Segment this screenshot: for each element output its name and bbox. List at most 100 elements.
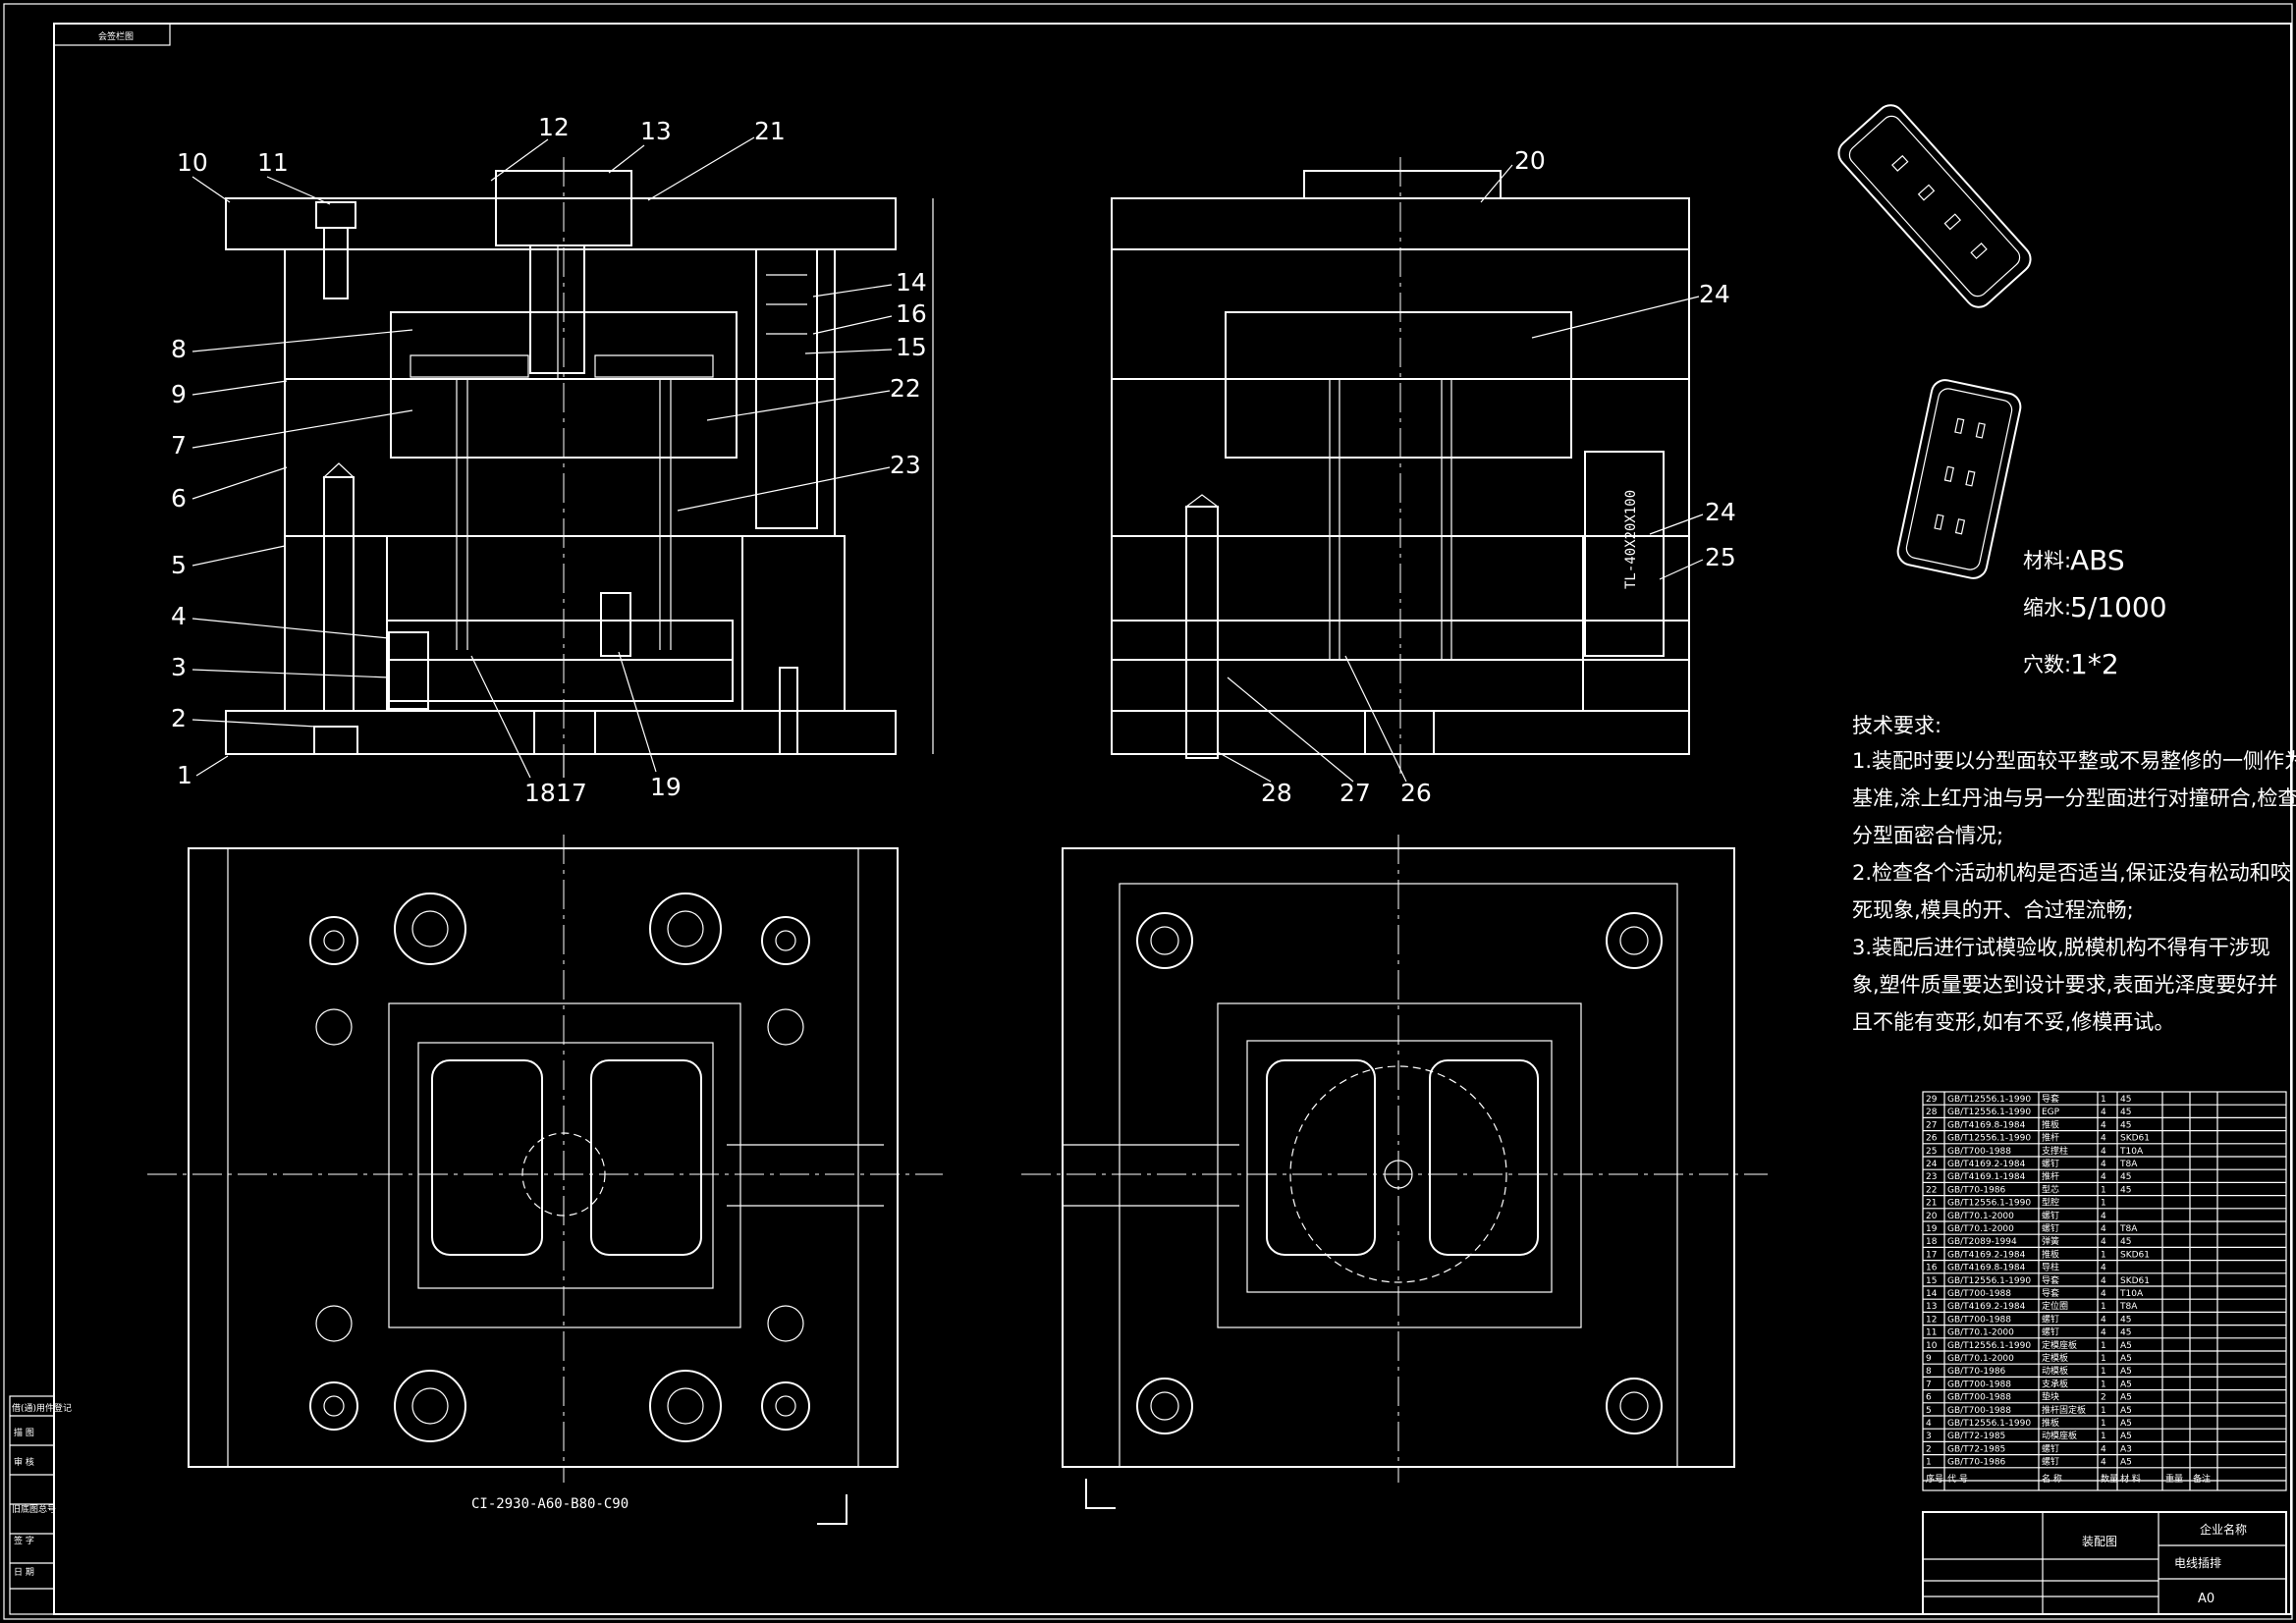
inner-frame (53, 23, 2292, 1615)
bom-cell: 螺钉 (2042, 1223, 2059, 1234)
bom-cell: 21 (1926, 1199, 1937, 1209)
bom-cell: EGP (2042, 1108, 2060, 1117)
side-strip-item: 签 字 (14, 1535, 34, 1546)
bom-cell: 27 (1926, 1120, 1937, 1130)
bom-cell: GB/T12556.1-1990 (1947, 1199, 2031, 1209)
material-label: 材料: (2023, 549, 2071, 572)
bom-cell: 14 (1926, 1289, 1938, 1299)
tech-line: 1.装配时要以分型面较平整或不易整修的一侧作为 (1852, 749, 2296, 773)
bom-cell: 支承板 (2042, 1378, 2068, 1389)
bom-header-cell: 备注 (2193, 1473, 2211, 1485)
bom-cell: 17 (1926, 1250, 1937, 1260)
bom-cell: 24 (1926, 1160, 1938, 1169)
balloon-label: 14 (896, 268, 927, 297)
material-value: ABS (2070, 544, 2125, 576)
balloon-label: 25 (1705, 543, 1736, 571)
bom-cell: 4 (2101, 1172, 2106, 1182)
tech-line: 基准,涂上红丹油与另一分型面进行对撞研合,检查 (1852, 786, 2296, 810)
bom-cell: 45 (2120, 1185, 2131, 1195)
bom-cell: GB/T72-1985 (1947, 1444, 2005, 1454)
balloon-label: 22 (890, 374, 921, 403)
cavity-label: 穴数: (2023, 653, 2071, 676)
bom-cell: 动模板 (2042, 1365, 2068, 1377)
bom-cell: GB/T4169.2-1984 (1947, 1160, 2026, 1169)
bom-header-cell: 重量 (2165, 1473, 2183, 1485)
bom-cell: GB/T70.1-2000 (1947, 1328, 2014, 1338)
bom-cell: 29 (1926, 1095, 1938, 1105)
balloon-label: 21 (754, 117, 786, 145)
balloon-label: 17 (556, 779, 587, 807)
bom-cell: 4 (2101, 1108, 2106, 1117)
balloon-label: 6 (171, 484, 187, 513)
side-strip-item: 日 期 (14, 1567, 34, 1578)
front-section-view (225, 157, 934, 776)
sheet-size: A0 (2198, 1592, 2214, 1606)
bom-cell: 4 (2101, 1315, 2106, 1325)
balloon-label: 11 (257, 148, 289, 177)
bom-cell: 推杆 (2042, 1132, 2059, 1144)
bom-header-cell: 数量 (2101, 1473, 2118, 1485)
part-name: 电线插排 (2174, 1556, 2221, 1570)
side-strip: 借(通)用件登记 描 图 审 核 旧底图总号 签 字 日 期 (9, 1395, 72, 1615)
bom-cell: 4 (2101, 1458, 2106, 1468)
bom-cell: 螺钉 (2042, 1314, 2059, 1325)
balloon-label: 1 (177, 761, 192, 789)
bom-cell: GB/T4169.8-1984 (1947, 1264, 2026, 1273)
drawing-tag-box (53, 23, 171, 46)
bom-cell: 2 (1926, 1444, 1932, 1454)
side-strip-item: 旧底图总号 (12, 1503, 56, 1515)
bom-cell: 11 (1926, 1328, 1937, 1338)
bom-cell: 9 (1926, 1354, 1932, 1364)
balloon-label: 20 (1514, 146, 1546, 175)
bom-cell: 45 (2120, 1095, 2131, 1105)
bom-cell: 10 (1926, 1341, 1938, 1351)
bom-cell: 4 (2101, 1134, 2106, 1144)
bom-cell: 4 (2101, 1224, 2106, 1234)
bom-cell: SKD61 (2120, 1276, 2150, 1286)
bom-cell: T10A (2119, 1147, 2144, 1157)
bom-cell: 垫块 (2042, 1391, 2059, 1403)
shrink-label: 缩水: (2023, 596, 2071, 620)
balloon-label: 13 (640, 117, 672, 145)
bom-cell: 导套 (2042, 1093, 2059, 1105)
bom-cell: GB/T12556.1-1990 (1947, 1341, 2031, 1351)
cavity-value: 1*2 (2070, 648, 2119, 680)
bom-cell: 螺钉 (2042, 1159, 2059, 1169)
bom-cell: GB/T4169.8-1984 (1947, 1120, 2026, 1130)
plan-view-fixed-half: CI-2930-A60-B80-C90 (147, 835, 943, 1525)
bom-cell: 1 (2101, 1341, 2106, 1351)
bom-cell: 4 (2101, 1444, 2106, 1454)
bom-cell: A5 (2120, 1354, 2132, 1364)
balloon-label: 28 (1261, 779, 1292, 807)
bom-cell: 13 (1926, 1302, 1937, 1312)
bom-cell: 1 (1926, 1458, 1932, 1468)
bom-cell: GB/T700-1988 (1947, 1315, 2011, 1325)
bom-cell: 45 (2120, 1237, 2131, 1247)
bom-cell: 1 (2101, 1367, 2106, 1377)
bom-cell: 导套 (2042, 1274, 2059, 1286)
bom-cell: 1 (2101, 1419, 2106, 1429)
bom-cell: GB/T12556.1-1990 (1947, 1134, 2031, 1144)
bom-cell: 23 (1926, 1172, 1937, 1182)
bom-cell: 45 (2120, 1108, 2131, 1117)
bom-cell: 4 (2101, 1264, 2106, 1273)
bom-cell: GB/T70.1-2000 (1947, 1354, 2014, 1364)
balloon-label: 2 (171, 704, 187, 732)
side-strip-item: 描 图 (14, 1427, 34, 1438)
bom-cell: 4 (2101, 1147, 2106, 1157)
bom-cell: 8 (1926, 1367, 1932, 1377)
bom-cell: SKD61 (2120, 1134, 2150, 1144)
bom-cell: 螺钉 (2042, 1211, 2059, 1221)
bom-header-cell: 名 称 (2042, 1473, 2062, 1485)
tech-title: 技术要求: (1852, 714, 1941, 737)
tech-requirements: 技术要求: 1.装配时要以分型面较平整或不易整修的一侧作为 基准,涂上红丹油与另… (1852, 714, 2296, 1034)
drawing-name: 装配图 (2082, 1535, 2117, 1548)
bom-cell: 型腔 (2042, 1197, 2059, 1209)
bom-cell: 螺钉 (2042, 1443, 2059, 1454)
bom-header-cell: 序号 (1926, 1473, 1943, 1485)
bom-cell: 7 (1926, 1380, 1932, 1389)
bom-cell: 定模板 (2042, 1352, 2068, 1364)
bom-cell: 1 (2101, 1185, 2106, 1195)
